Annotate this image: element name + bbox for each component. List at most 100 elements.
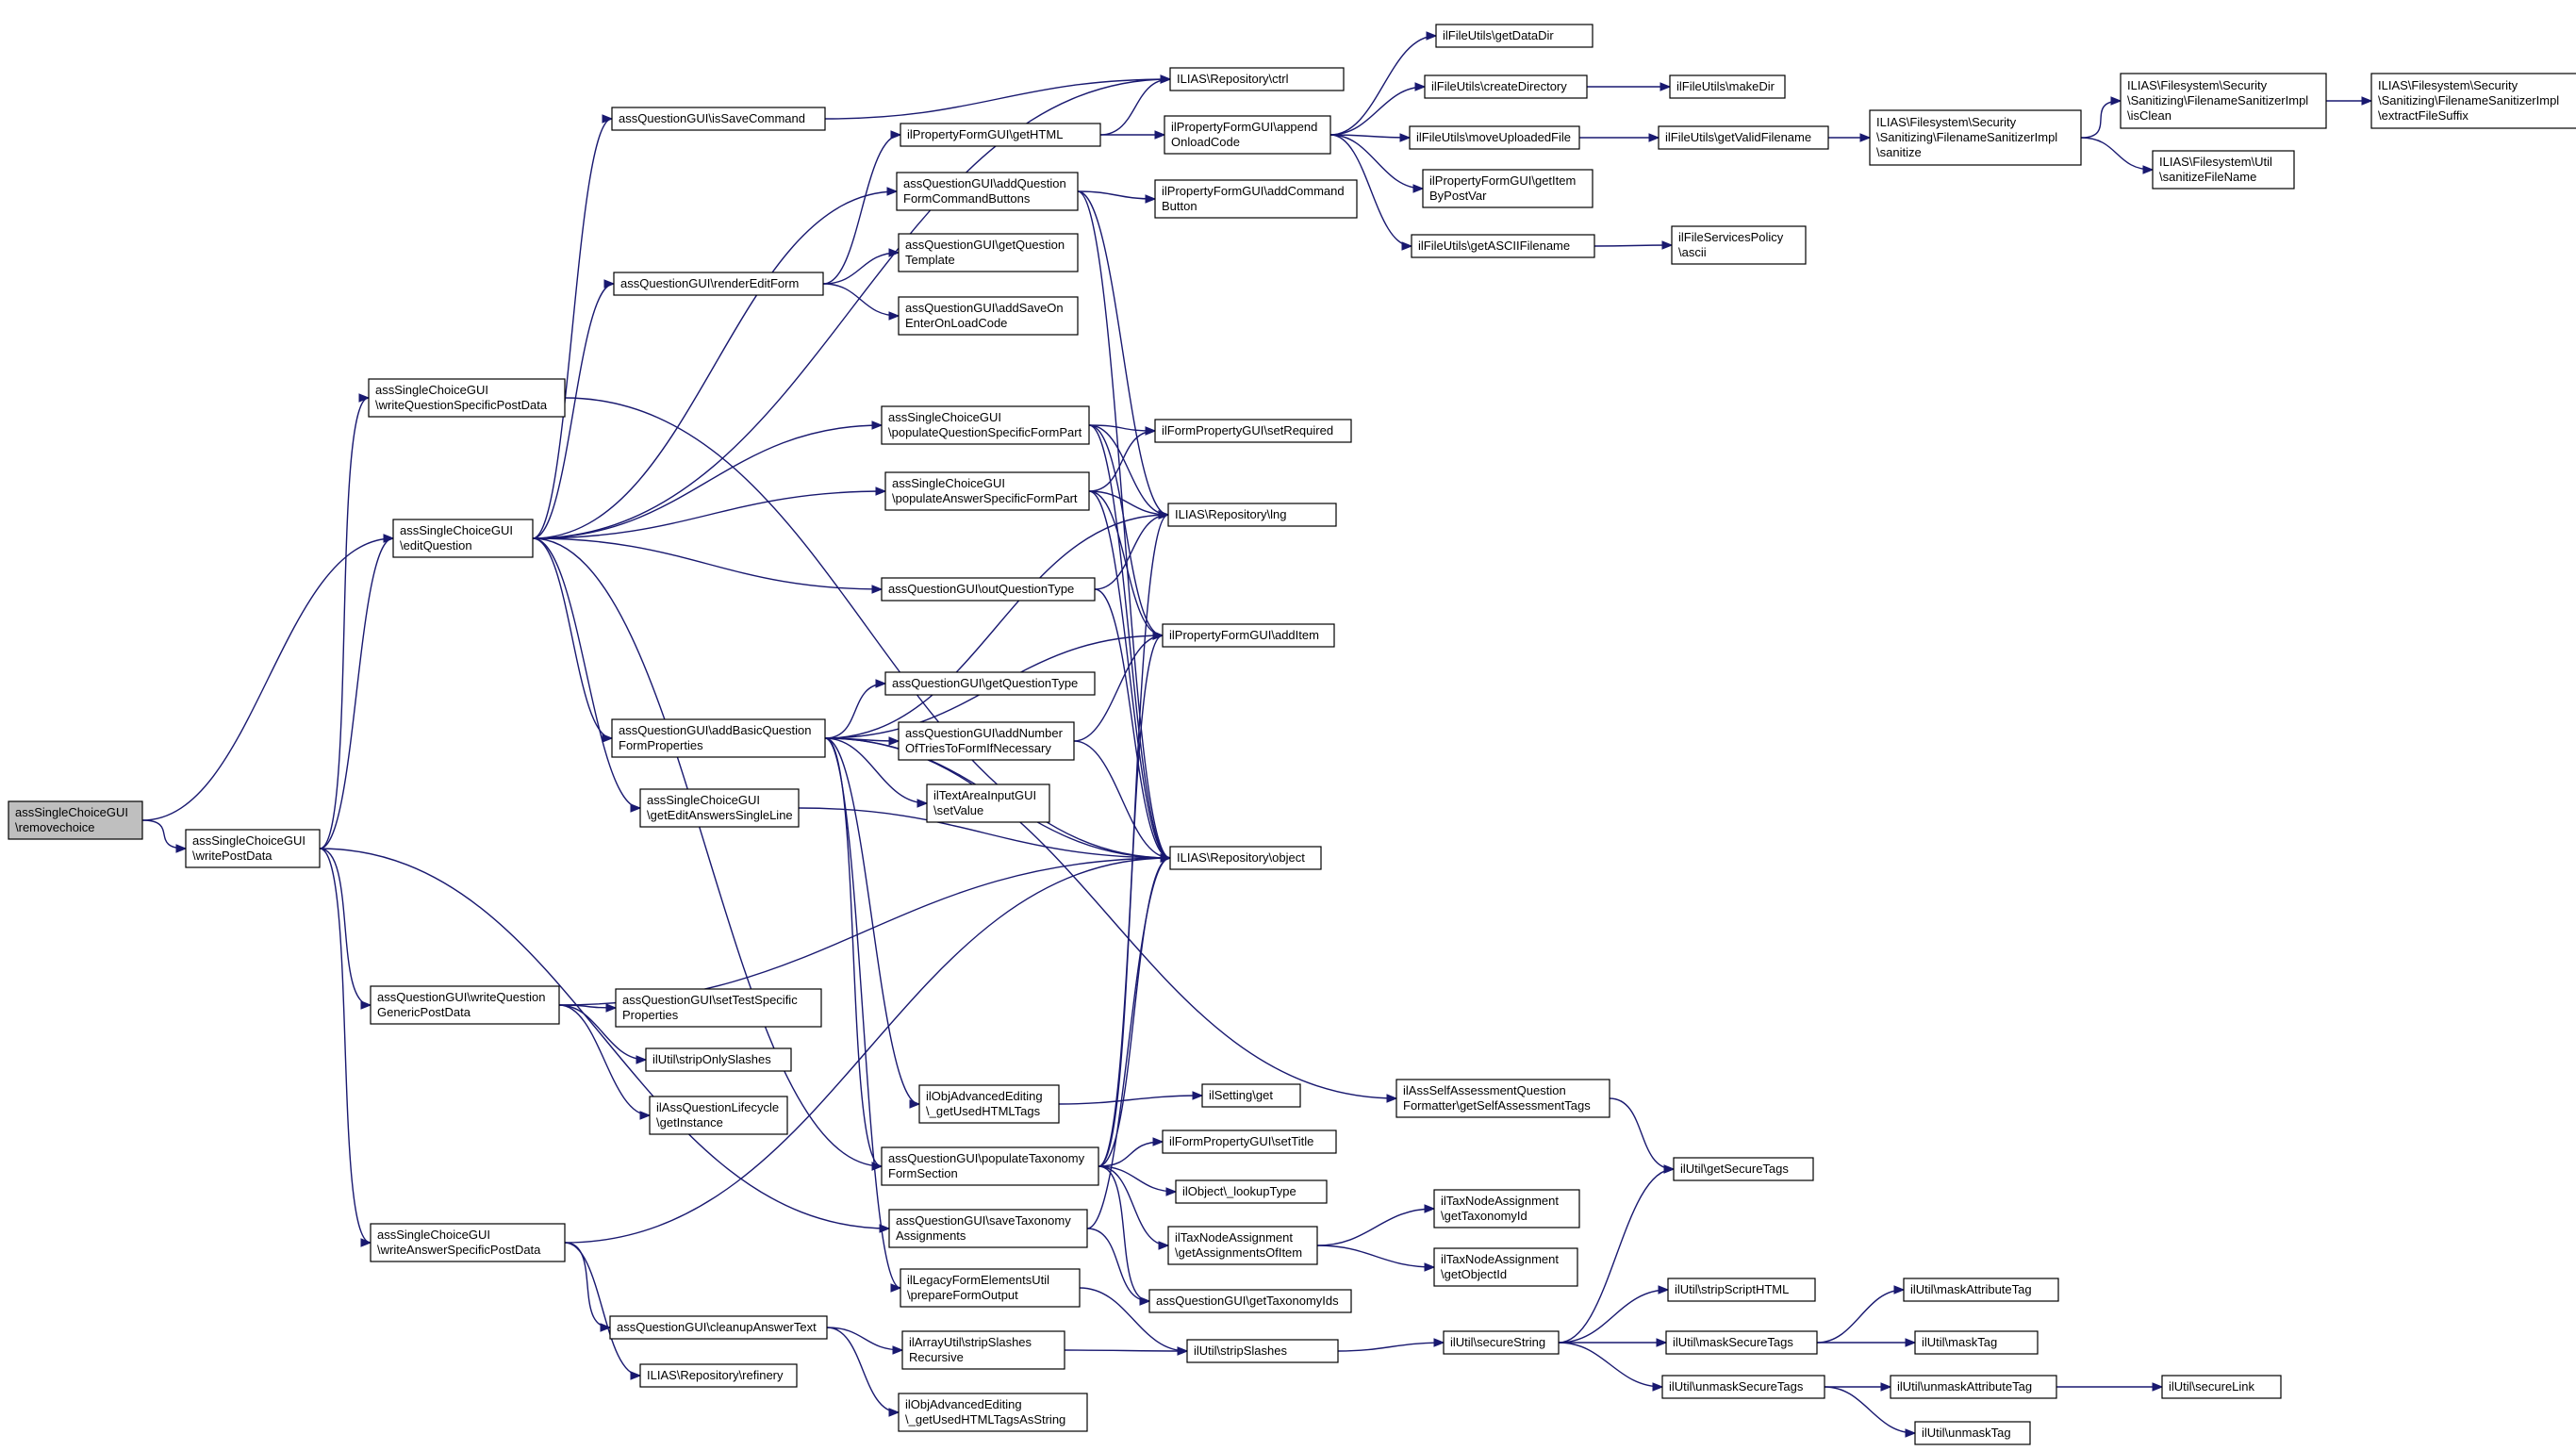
call-edge (1088, 490, 1172, 863)
graph-node[interactable]: ilTaxNodeAssignment\getAssignmentsOfItem (1167, 1226, 1318, 1265)
graph-node[interactable]: assSingleChoiceGUI\writeAnswerSpecificPo… (370, 1223, 566, 1262)
graph-node[interactable]: ILIAS\Repository\ctrl (1169, 67, 1345, 91)
call-edge-arrowhead (1386, 1094, 1398, 1103)
graph-node[interactable]: assQuestionGUI\getQuestionType (884, 671, 1096, 696)
graph-node[interactable]: assQuestionGUI\getTaxonomyIds (1148, 1289, 1352, 1313)
graph-node[interactable]: ILIAS\Repository\lng (1167, 503, 1337, 527)
graph-node[interactable]: ilUtil\maskTag (1914, 1330, 2039, 1355)
graph-node[interactable]: assSingleChoiceGUI\writePostData (185, 829, 321, 868)
graph-node[interactable]: assSingleChoiceGUI\getEditAnswersSingleL… (639, 788, 800, 828)
call-graph-nodes: assSingleChoiceGUI\removechoice assSingle… (8, 24, 2576, 1445)
graph-node[interactable]: ilFileUtils\moveUploadedFile (1409, 125, 1580, 150)
call-edge (822, 130, 902, 285)
graph-node[interactable]: assSingleChoiceGUI\populateAnswerSpecifi… (884, 471, 1090, 511)
graph-node[interactable]: ilUtil\maskAttributeTag (1903, 1278, 2059, 1302)
graph-node[interactable]: ilAssQuestionLifecycle\getInstance (649, 1096, 788, 1135)
graph-node[interactable]: ILIAS\Repository\refinery (639, 1363, 798, 1388)
graph-node[interactable]: ilUtil\unmaskAttributeTag (1890, 1375, 2057, 1399)
call-edge-line (824, 78, 1171, 120)
graph-node[interactable]: ilTaxNodeAssignment\getObjectId (1433, 1247, 1578, 1287)
graph-node[interactable]: assQuestionGUI\addNumberOfTriesToFormIfN… (898, 721, 1075, 761)
call-edge-line (1086, 857, 1171, 1229)
graph-node[interactable]: assSingleChoiceGUI\populateQuestionSpeci… (881, 405, 1090, 445)
call-edge-arrowhead (1660, 82, 1672, 91)
graph-node[interactable]: ilFileUtils\getDataDir (1435, 24, 1593, 48)
graph-node[interactable]: ilObjAdvancedEditing\_getUsedHTMLTags (918, 1084, 1060, 1124)
graph-node-label: \prepareFormOutput (907, 1288, 1018, 1302)
graph-node[interactable]: ILIAS\Repository\object (1169, 846, 1322, 870)
graph-node[interactable]: ilObjAdvancedEditing\_getUsedHTMLTagsAsS… (898, 1393, 1088, 1432)
graph-node[interactable]: assSingleChoiceGUI\writeQuestionSpecific… (368, 378, 566, 418)
graph-node-label: ILIAS\Repository\ctrl (1177, 72, 1289, 86)
graph-node[interactable]: ilLegacyFormElementsUtil\prepareFormOutp… (900, 1268, 1081, 1308)
graph-node[interactable]: ILIAS\Filesystem\Security\Sanitizing\Fil… (1869, 109, 2082, 166)
graph-node[interactable]: ilAssSelfAssessmentQuestionFormatter\get… (1395, 1079, 1610, 1118)
graph-node-label: ilPropertyFormGUI\addCommand (1162, 184, 1345, 198)
graph-node[interactable]: ilTaxNodeAssignment\getTaxonomyId (1433, 1189, 1580, 1228)
graph-node-label: ilAssSelfAssessmentQuestion (1403, 1083, 1566, 1097)
graph-node[interactable]: ILIAS\Filesystem\Security\Sanitizing\Fil… (2120, 73, 2327, 129)
graph-node[interactable]: ilTextAreaInputGUI\setValue (926, 783, 1050, 823)
graph-node[interactable]: assQuestionGUI\writeQuestionGenericPostD… (370, 985, 560, 1025)
call-edge-line (1077, 190, 1169, 516)
graph-node[interactable]: ilUtil\unmaskSecureTags (1661, 1375, 1825, 1399)
graph-node[interactable]: ilUtil\stripSlashes (1186, 1339, 1339, 1363)
graph-node[interactable]: assQuestionGUI\renderEditForm (613, 272, 824, 296)
graph-node[interactable]: ilFormPropertyGUI\setRequired (1154, 419, 1352, 443)
call-edge (1316, 1204, 1436, 1246)
graph-node[interactable]: ilUtil\unmaskTag (1914, 1421, 2031, 1445)
call-edge (1098, 1165, 1151, 1306)
call-edge-arrowhead (1658, 1285, 1670, 1294)
graph-node-label: OnloadCode (1171, 135, 1240, 149)
graph-node[interactable]: ilPropertyFormGUI\addItem (1162, 623, 1335, 648)
graph-node[interactable]: assQuestionGUI\addQuestionFormCommandBut… (896, 172, 1079, 211)
graph-node-label: assQuestionGUI\writeQuestion (377, 990, 545, 1004)
graph-node[interactable]: ilUtil\secureString (1443, 1330, 1560, 1355)
call-edge (558, 853, 1172, 1006)
graph-node[interactable]: ilFileServicesPolicy\ascii (1671, 225, 1807, 265)
graph-node-label: \setValue (933, 803, 983, 817)
graph-node[interactable]: ilSetting\get (1201, 1083, 1301, 1108)
graph-node[interactable]: ilFileUtils\makeDir (1669, 74, 1786, 99)
graph-node[interactable]: ilUtil\stripScriptHTML (1667, 1278, 1816, 1302)
call-edge-line (1316, 1245, 1435, 1268)
call-graph-edges (141, 31, 2373, 1438)
graph-node-label: Button (1162, 199, 1197, 213)
graph-node[interactable]: assSingleChoiceGUI\editQuestion (392, 519, 534, 558)
graph-node[interactable]: ilFileUtils\getASCIIFilename (1411, 234, 1595, 258)
graph-node[interactable]: ILIAS\Filesystem\Util\sanitizeFileName (2152, 150, 2295, 190)
graph-node[interactable]: ilUtil\secureLink (2161, 1375, 2282, 1399)
graph-node[interactable]: ilUtil\getSecureTags (1673, 1157, 1814, 1181)
graph-node[interactable]: ilObject\_lookupType (1175, 1179, 1328, 1204)
graph-node[interactable]: ilUtil\maskSecureTags (1665, 1330, 1818, 1355)
graph-node-box (645, 1047, 792, 1072)
call-edge-line (564, 1242, 641, 1377)
graph-node-label: ByPostVar (1429, 189, 1487, 203)
graph-node-root[interactable]: assSingleChoiceGUI\removechoice (8, 800, 143, 840)
graph-node[interactable]: ILIAS\Filesystem\Security\Sanitizing\Fil… (2370, 73, 2576, 129)
graph-node-box (185, 829, 321, 868)
graph-node[interactable]: assQuestionGUI\populateTaxonomyFormSecti… (881, 1146, 1099, 1186)
call-edge-arrowhead (1880, 1382, 1892, 1392)
graph-node[interactable]: assQuestionGUI\addBasicQuestionFormPrope… (611, 718, 826, 758)
graph-node[interactable]: assQuestionGUI\cleanupAnswerText (609, 1315, 828, 1340)
graph-node[interactable]: ilFileUtils\createDirectory (1424, 74, 1588, 99)
call-edge-arrowhead (1145, 194, 1157, 204)
graph-node[interactable]: ilFormPropertyGUI\setTitle (1162, 1129, 1337, 1154)
graph-node[interactable]: ilUtil\stripOnlySlashes (645, 1047, 792, 1072)
graph-node[interactable]: assQuestionGUI\isSaveCommand (611, 107, 826, 131)
graph-node-box (884, 671, 1096, 696)
graph-node[interactable]: assQuestionGUI\outQuestionType (881, 577, 1096, 602)
call-edge-line (1073, 740, 1171, 859)
graph-node[interactable]: ilPropertyFormGUI\getHTML (900, 123, 1101, 147)
graph-node-label: ilUtil\maskSecureTags (1673, 1335, 1793, 1349)
graph-node[interactable]: ilFileUtils\getValidFilename (1658, 125, 1829, 150)
